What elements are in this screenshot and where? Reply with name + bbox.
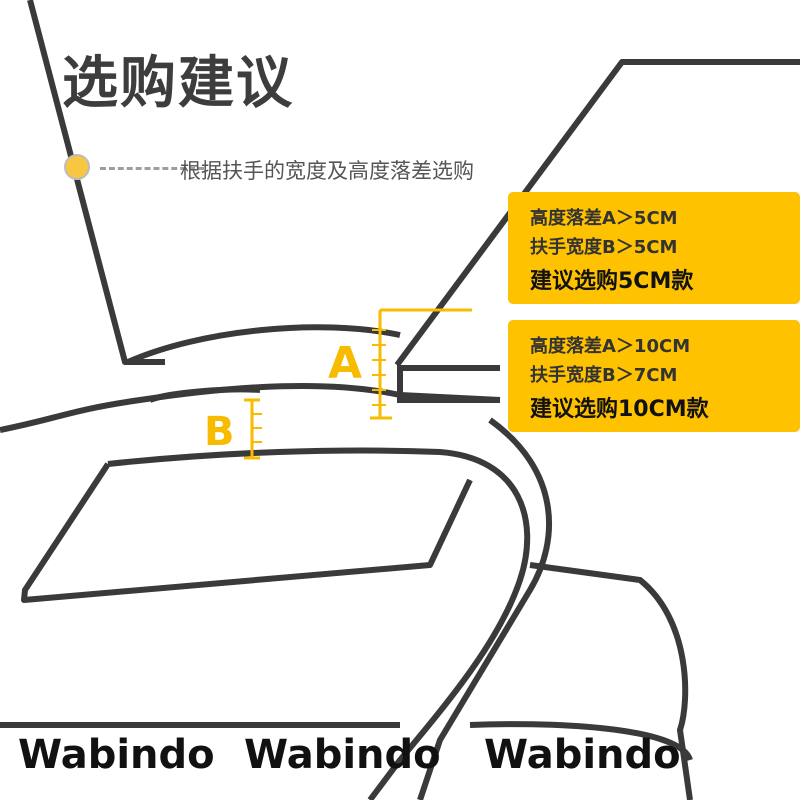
- tip-card-5cm: 高度落差A＞5CM 扶手宽度B＞5CM 建议选购5CM款: [508, 192, 800, 304]
- dashed-line: [100, 167, 204, 170]
- subtitle-row: 根据扶手的宽度及高度落差选购: [62, 152, 542, 184]
- tip-card-10cm: 高度落差A＞10CM 扶手宽度B＞7CM 建议选购10CM款: [508, 320, 800, 432]
- armrest-upper: [0, 382, 501, 433]
- brand-logo: Wabindo: [18, 732, 215, 778]
- base-right: [469, 721, 693, 762]
- measure-a: [370, 308, 472, 420]
- brand-logo: Wabindo: [484, 732, 681, 778]
- armrest-cap: [148, 386, 261, 403]
- tip-armrest-width: 扶手宽度B＞5CM: [530, 237, 678, 258]
- brand-logo: Wabindo: [244, 732, 441, 778]
- marker-a: A: [328, 338, 363, 389]
- tip-armrest-width: 扶手宽度B＞7CM: [530, 365, 678, 386]
- armrest-top: [126, 324, 401, 365]
- table-top: [394, 59, 800, 367]
- measure-b: [244, 398, 262, 460]
- tip-height-diff: 高度落差A＞10CM: [530, 336, 691, 357]
- bullet-dot-icon: [64, 154, 90, 180]
- seat-panel: [21, 462, 473, 603]
- seat-base: [529, 562, 693, 800]
- tip-recommendation: 建议选购10CM款: [530, 397, 709, 422]
- page-title: 选购建议: [62, 51, 294, 116]
- armrest-loop: [107, 447, 531, 800]
- tip-recommendation: 建议选购5CM款: [530, 269, 694, 294]
- tip-height-diff: 高度落差A＞5CM: [530, 208, 678, 229]
- armrest-inner: [417, 417, 553, 800]
- marker-b: B: [204, 409, 235, 455]
- subtitle: 根据扶手的宽度及高度落差选购: [180, 159, 474, 183]
- chair-backrest: [27, 0, 165, 365]
